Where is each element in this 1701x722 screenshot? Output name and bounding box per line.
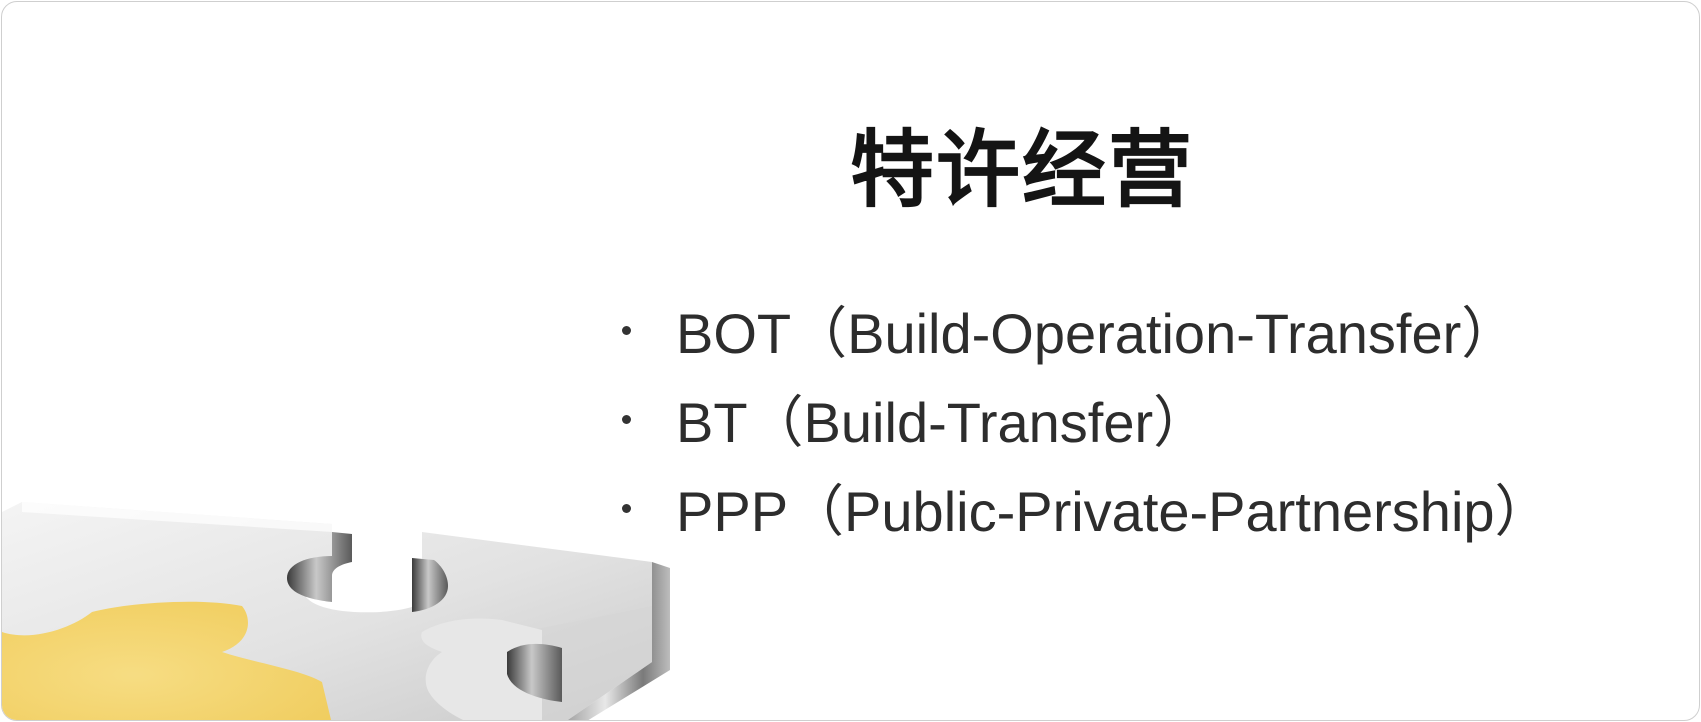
bullet-dot-icon [622, 326, 631, 335]
bullet-text: BT（Build-Transfer） [676, 391, 1210, 454]
bullet-dot-icon [622, 504, 631, 513]
slide-title: 特许经营 [849, 121, 1194, 219]
bullet-text: BOT（Build-Operation-Transfer） [676, 302, 1518, 365]
bullet-dot-icon [622, 415, 631, 424]
bullet-text: PPP（Public-Private-Partnership） [676, 480, 1551, 543]
puzzle-piece-icon [2, 502, 670, 720]
